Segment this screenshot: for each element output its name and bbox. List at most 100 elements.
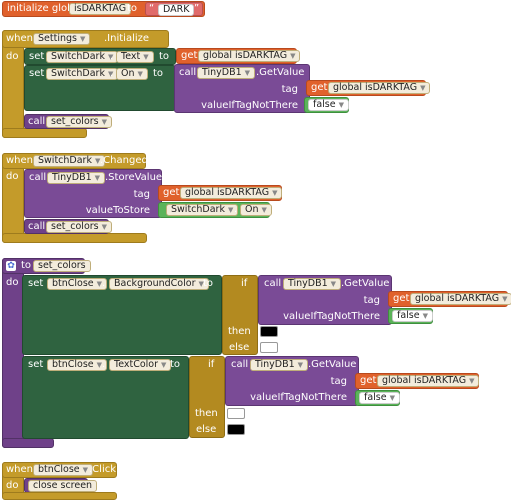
set-label: set bbox=[29, 68, 45, 79]
dot-label: . bbox=[110, 51, 114, 62]
call-label: call bbox=[231, 359, 249, 370]
text-value-field[interactable]: DARK bbox=[158, 4, 195, 16]
call-component-dropdown[interactable]: TinyDB1▼ bbox=[250, 359, 309, 371]
to-label: to bbox=[127, 3, 138, 14]
event-switchdark-changed-footer bbox=[2, 233, 147, 243]
set-switchdark-on-block[interactable]: set SwitchDark▼ . On▼ to bbox=[24, 65, 176, 111]
close-screen-label: close screen bbox=[28, 480, 98, 492]
do-label: do bbox=[6, 277, 19, 288]
dropdown-arrow-icon: ▼ bbox=[297, 361, 304, 369]
logic-value-dropdown[interactable]: false▼ bbox=[308, 99, 349, 111]
procedure-name-field[interactable]: set_colors bbox=[33, 260, 91, 272]
if-then-else-block[interactable]: if then else bbox=[189, 356, 225, 438]
dropdown-arrow-icon: ▼ bbox=[502, 295, 508, 303]
set-switchdark-text-block[interactable]: set SwitchDark▼ . Text▼ to bbox=[24, 48, 176, 65]
set-btnclose-backgroundcolor-block[interactable]: set btnClose▼ . BackgroundColor▼ to bbox=[22, 275, 222, 355]
get-global-block[interactable]: get global isDARKTAG▼ bbox=[355, 373, 480, 389]
procedure-name-dropdown[interactable]: set_colors▼ bbox=[46, 116, 113, 128]
get-variable-dropdown[interactable]: global isDARKTAG▼ bbox=[198, 50, 301, 62]
value-if-tag-not-there-label: valueIfTagNotThere bbox=[283, 311, 380, 322]
if-label: if bbox=[208, 359, 215, 370]
initialize-global-block[interactable]: initialize global isDARKTAG to “ DARK ” bbox=[2, 1, 205, 17]
call-tinydb-getvalue-block[interactable]: call TinyDB1▼ .GetValue tag valueIfTagNo… bbox=[174, 64, 310, 113]
color-black-block[interactable] bbox=[260, 326, 278, 337]
global-name-field[interactable]: isDARKTAG bbox=[69, 3, 132, 15]
set-property-dropdown[interactable]: Text▼ bbox=[116, 51, 154, 63]
initialize-global-label: initialize global bbox=[7, 3, 83, 14]
get-variable-dropdown[interactable]: global isDARKTAG▼ bbox=[180, 187, 283, 199]
call-component-dropdown[interactable]: TinyDB1▼ bbox=[197, 67, 256, 79]
tag-label: tag bbox=[363, 295, 380, 306]
do-label: do bbox=[6, 171, 19, 182]
event-name-label: .Click bbox=[89, 464, 117, 475]
call-set-colors-block[interactable]: call set_colors▼ bbox=[24, 114, 113, 129]
call-set-colors-block[interactable]: call set_colors▼ bbox=[24, 219, 113, 234]
method-label: .StoreValue bbox=[105, 172, 163, 183]
event-settings-initialize-header[interactable]: when Settings▼ .Initialize bbox=[2, 30, 169, 48]
text-string-block[interactable]: “ DARK ” bbox=[145, 2, 203, 16]
gear-icon[interactable]: ✿ bbox=[6, 261, 16, 271]
quote-right: ” bbox=[194, 3, 200, 14]
getter-property-dropdown[interactable]: On▼ bbox=[240, 204, 272, 216]
procedure-set-colors-header[interactable]: ✿ to set_colors bbox=[2, 258, 91, 274]
event-btnclose-click-header[interactable]: when btnClose▼ .Click bbox=[2, 462, 117, 478]
get-variable-dropdown[interactable]: global isDARKTAG▼ bbox=[328, 82, 431, 94]
else-label: else bbox=[229, 342, 250, 353]
set-component-dropdown[interactable]: btnClose▼ bbox=[47, 278, 108, 290]
get-global-block[interactable]: get global isDARKTAG▼ bbox=[306, 80, 431, 96]
dropdown-arrow-icon: ▼ bbox=[143, 53, 149, 61]
get-global-block[interactable]: get global isDARKTAG▼ bbox=[388, 291, 511, 307]
set-component-dropdown[interactable]: SwitchDark▼ bbox=[46, 68, 119, 80]
get-global-block[interactable]: get global isDARKTAG▼ bbox=[158, 185, 283, 201]
get-variable-dropdown[interactable]: global isDARKTAG▼ bbox=[377, 375, 480, 387]
set-property-dropdown[interactable]: BackgroundColor▼ bbox=[109, 278, 209, 290]
event-component-dropdown[interactable]: btnClose▼ bbox=[33, 464, 94, 476]
dropdown-arrow-icon: ▼ bbox=[290, 52, 296, 60]
if-label: if bbox=[241, 278, 248, 289]
method-label: .GetValue bbox=[308, 359, 357, 370]
logic-false-block[interactable]: false▼ bbox=[355, 390, 400, 406]
to-label: to bbox=[153, 68, 164, 79]
logic-false-block[interactable]: false▼ bbox=[304, 97, 349, 113]
switchdark-on-getter-block[interactable]: SwitchDark▼ . On▼ bbox=[158, 202, 272, 218]
call-tinydb-getvalue-block[interactable]: call TinyDB1▼ .GetValue tag valueIfTagNo… bbox=[225, 356, 359, 406]
call-tinydb-storevalue-block[interactable]: call TinyDB1▼ .StoreValue tag valueToSto… bbox=[24, 169, 162, 218]
get-label: get bbox=[181, 50, 198, 61]
get-label: get bbox=[360, 375, 377, 386]
else-label: else bbox=[196, 424, 217, 435]
logic-false-block[interactable]: false▼ bbox=[388, 308, 433, 324]
get-label: get bbox=[163, 187, 180, 198]
call-component-dropdown[interactable]: TinyDB1▼ bbox=[283, 278, 342, 290]
event-component-dropdown[interactable]: Settings▼ bbox=[33, 33, 91, 45]
color-white-block[interactable] bbox=[227, 408, 245, 419]
if-then-else-block[interactable]: if then else bbox=[222, 275, 258, 355]
set-component-dropdown[interactable]: btnClose▼ bbox=[47, 359, 108, 371]
logic-value-dropdown[interactable]: false▼ bbox=[392, 310, 433, 322]
procedure-name-dropdown[interactable]: set_colors▼ bbox=[46, 221, 113, 233]
event-switchdark-changed-header[interactable]: when SwitchDark▼ .Changed bbox=[2, 153, 148, 169]
set-component-dropdown[interactable]: SwitchDark▼ bbox=[46, 51, 119, 63]
getter-component-dropdown[interactable]: SwitchDark▼ bbox=[166, 204, 239, 216]
value-if-tag-not-there-label: valueIfTagNotThere bbox=[201, 100, 298, 111]
when-label: when bbox=[6, 33, 34, 44]
logic-value-dropdown[interactable]: false▼ bbox=[359, 392, 400, 404]
dropdown-arrow-icon: ▼ bbox=[227, 206, 234, 214]
set-property-dropdown[interactable]: TextColor▼ bbox=[109, 359, 172, 371]
color-black-block[interactable] bbox=[227, 424, 245, 435]
dropdown-arrow-icon: ▼ bbox=[107, 53, 114, 61]
tag-label: tag bbox=[330, 376, 347, 387]
set-btnclose-textcolor-block[interactable]: set btnClose▼ . TextColor▼ to bbox=[22, 356, 189, 439]
call-tinydb-getvalue-block[interactable]: call TinyDB1▼ .GetValue tag valueIfTagNo… bbox=[258, 275, 392, 325]
set-property-dropdown[interactable]: On▼ bbox=[116, 68, 148, 80]
dropdown-arrow-icon: ▼ bbox=[107, 70, 114, 78]
get-variable-dropdown[interactable]: global isDARKTAG▼ bbox=[410, 293, 511, 305]
get-global-block[interactable]: get global isDARKTAG▼ bbox=[176, 48, 301, 64]
dropdown-arrow-icon: ▼ bbox=[94, 157, 101, 165]
call-component-dropdown[interactable]: TinyDB1▼ bbox=[47, 172, 106, 184]
close-screen-block[interactable]: close screen bbox=[24, 478, 98, 493]
get-label: get bbox=[311, 82, 328, 93]
color-white-block[interactable] bbox=[260, 342, 278, 353]
call-label: call bbox=[28, 116, 46, 127]
dropdown-arrow-icon: ▼ bbox=[101, 223, 108, 231]
event-component-dropdown[interactable]: SwitchDark▼ bbox=[33, 155, 106, 167]
